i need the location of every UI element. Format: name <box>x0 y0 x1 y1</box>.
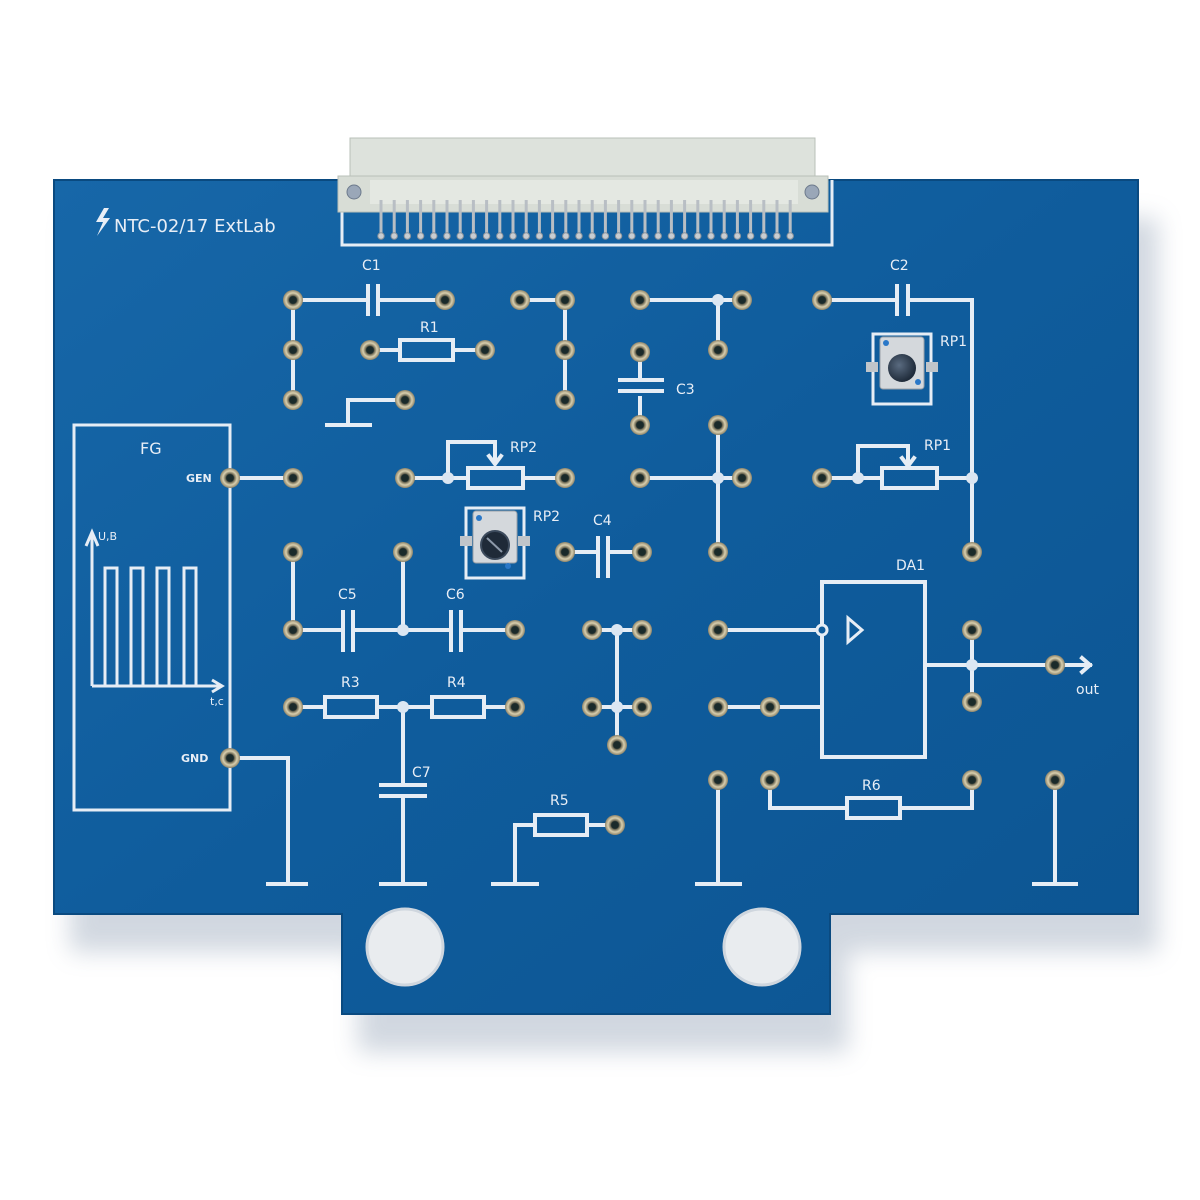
svg-text:C7: C7 <box>412 765 431 781</box>
svg-text:GND: GND <box>181 752 208 765</box>
silkscreen-traces <box>291 284 1094 886</box>
svg-text:t,c: t,c <box>210 695 224 708</box>
svg-text:RP2: RP2 <box>533 509 560 525</box>
svg-text:GEN: GEN <box>186 472 212 485</box>
component-labels: C1 C2 C3 C4 C5 C6 C7 R1 R3 R4 R5 R6 RP1 … <box>338 258 1099 809</box>
svg-text:RP1: RP1 <box>940 334 967 350</box>
svg-text:DA1: DA1 <box>896 558 925 574</box>
svg-text:C2: C2 <box>890 258 909 274</box>
edge-connector <box>337 137 829 240</box>
svg-text:R4: R4 <box>447 675 466 691</box>
board-title: NTC-02/17 ExtLab <box>96 208 276 237</box>
svg-text:out: out <box>1076 682 1099 698</box>
svg-text:R1: R1 <box>420 320 439 336</box>
test-pads[interactable] <box>220 290 1065 835</box>
knob-icon <box>888 354 916 382</box>
mounting-hole-left <box>365 907 445 987</box>
svg-text:RP2: RP2 <box>510 440 537 456</box>
svg-text:R5: R5 <box>550 793 569 809</box>
svg-text:FG: FG <box>140 439 162 458</box>
svg-text:RP1: RP1 <box>924 438 951 454</box>
svg-text:C4: C4 <box>593 513 612 529</box>
mounting-hole-right <box>722 907 802 987</box>
svg-text:C5: C5 <box>338 587 357 603</box>
pcb-board <box>53 179 1139 1015</box>
svg-text:U,B: U,B <box>98 530 117 543</box>
svg-text:C6: C6 <box>446 587 465 603</box>
potentiometer-rp1[interactable] <box>866 336 938 390</box>
svg-text:C1: C1 <box>362 258 381 274</box>
function-generator-block: FG GEN GND U,B t,c <box>72 423 308 886</box>
svg-text:R3: R3 <box>341 675 360 691</box>
svg-text:NTC-02/17 ExtLab: NTC-02/17 ExtLab <box>114 216 276 237</box>
lightning-icon <box>96 208 110 236</box>
svg-text:R6: R6 <box>862 778 881 794</box>
svg-text:C3: C3 <box>676 382 695 398</box>
potentiometer-rp2[interactable] <box>460 510 530 569</box>
pulse-waveform <box>84 528 225 694</box>
